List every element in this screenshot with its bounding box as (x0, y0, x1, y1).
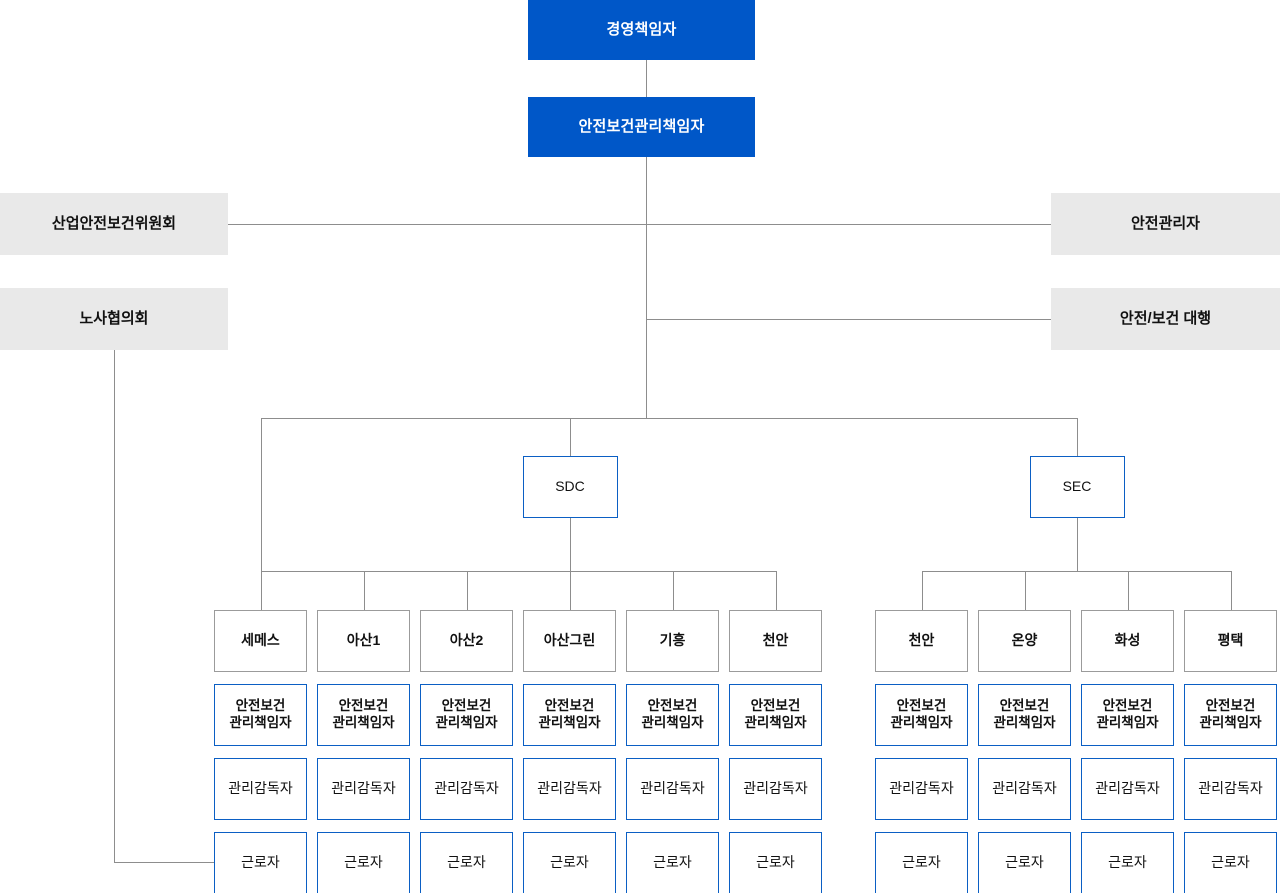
node-role-worker-sec-2[interactable]: 근로자 (1081, 832, 1174, 893)
connector-ceo-to-head (646, 60, 647, 97)
node-role-supervisor-sec-0[interactable]: 관리감독자 (875, 758, 968, 820)
connector-branch-to-sdc (570, 418, 571, 456)
node-role-supervisor-sdc-2[interactable]: 관리감독자 (420, 758, 513, 820)
node-role-supervisor-sdc-4[interactable]: 관리감독자 (626, 758, 719, 820)
node-role-supervisor-sec-2[interactable]: 관리감독자 (1081, 758, 1174, 820)
node-ceo[interactable]: 경영책임자 (528, 0, 755, 60)
node-role-worker-sdc-2[interactable]: 근로자 (420, 832, 513, 893)
node-role-supervisor-sdc-5[interactable]: 관리감독자 (729, 758, 822, 820)
connector-labor-council-drop (114, 350, 115, 862)
connector-sec-site-bar (921, 571, 1231, 572)
connector-sec-site-drop (1230, 571, 1232, 610)
connector-sdc-site-drop (260, 571, 262, 610)
connector-sec-to-sites (1077, 518, 1078, 571)
connector-trunk-main (646, 157, 647, 418)
node-role-worker-sdc-4[interactable]: 근로자 (626, 832, 719, 893)
connector-sdc-site-drop (466, 571, 468, 610)
node-role-worker-sdc-1[interactable]: 근로자 (317, 832, 410, 893)
connector-sdc-site-drop (569, 571, 571, 610)
connector-division-bar (261, 418, 1077, 419)
node-role-supervisor-sdc-1[interactable]: 관리감독자 (317, 758, 410, 820)
connector-sdc-site-bar (261, 571, 776, 572)
connector-sec-site-drop (921, 571, 923, 610)
connector-side-row-2 (646, 319, 1051, 320)
node-site-sdc-3[interactable]: 아산그린 (523, 610, 616, 672)
node-site-sec-0[interactable]: 천안 (875, 610, 968, 672)
connector-branch-left-edge (261, 418, 262, 571)
node-division-sdc[interactable]: SDC (522, 456, 618, 518)
node-labor-management-council[interactable]: 노사협의회 (0, 288, 228, 350)
node-safety-manager[interactable]: 안전관리자 (1051, 193, 1280, 255)
connector-sec-site-drop (1024, 571, 1026, 610)
node-role-supervisor-sdc-3[interactable]: 관리감독자 (523, 758, 616, 820)
node-site-sec-2[interactable]: 화성 (1081, 610, 1174, 672)
node-industrial-safety-committee[interactable]: 산업안전보건위원회 (0, 193, 228, 255)
node-role-worker-sec-0[interactable]: 근로자 (875, 832, 968, 893)
node-role-worker-sdc-5[interactable]: 근로자 (729, 832, 822, 893)
node-division-sec[interactable]: SEC (1029, 456, 1125, 518)
node-site-sdc-1[interactable]: 아산1 (317, 610, 410, 672)
node-role-supervisor-sec-3[interactable]: 관리감독자 (1184, 758, 1277, 820)
node-role-worker-sec-3[interactable]: 근로자 (1184, 832, 1277, 893)
node-site-sdc-2[interactable]: 아산2 (420, 610, 513, 672)
node-role-worker-sdc-0[interactable]: 근로자 (214, 832, 307, 893)
node-safety-health-agency[interactable]: 안전/보건 대행 (1051, 288, 1280, 350)
node-role-supervisor-sec-1[interactable]: 관리감독자 (978, 758, 1071, 820)
node-site-sec-3[interactable]: 평택 (1184, 610, 1277, 672)
node-role-supervisor-sdc-0[interactable]: 관리감독자 (214, 758, 307, 820)
node-site-sdc-4[interactable]: 기흥 (626, 610, 719, 672)
node-safety-health-manager[interactable]: 안전보건관리책임자 (528, 97, 755, 157)
connector-sdc-site-drop (363, 571, 365, 610)
connector-sdc-site-drop (775, 571, 777, 610)
node-site-sec-1[interactable]: 온양 (978, 610, 1071, 672)
connector-labor-council-to-worker (114, 862, 214, 863)
node-role-worker-sec-1[interactable]: 근로자 (978, 832, 1071, 893)
connector-sdc-site-drop (672, 571, 674, 610)
node-site-sdc-0[interactable]: 세메스 (214, 610, 307, 672)
node-role-worker-sdc-3[interactable]: 근로자 (523, 832, 616, 893)
connector-side-row-1 (228, 224, 1051, 225)
connector-branch-to-sec (1077, 418, 1078, 456)
node-site-sdc-5[interactable]: 천안 (729, 610, 822, 672)
connector-sdc-to-sites (570, 518, 571, 571)
connector-sec-site-drop (1127, 571, 1129, 610)
